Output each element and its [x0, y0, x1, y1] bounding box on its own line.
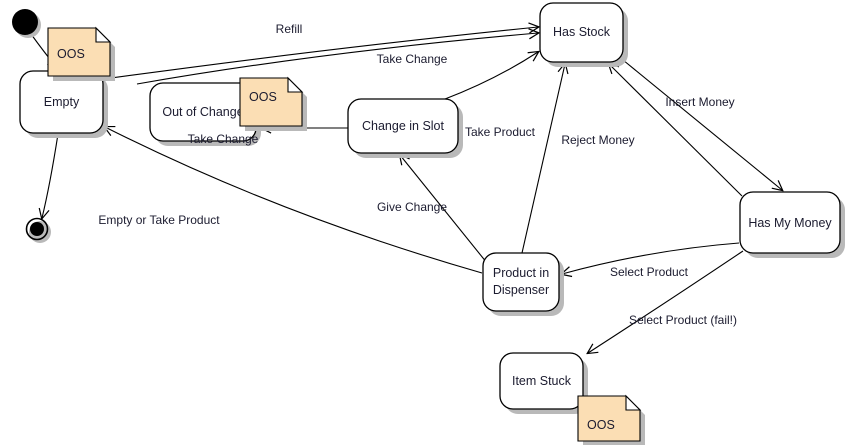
transition-empty-to-has-stock[interactable] [103, 27, 538, 80]
state-has-my-money[interactable]: Has My Money [739, 191, 845, 258]
transition-label-select-product: Select Product [610, 265, 689, 279]
note-oos-item-stuck-body[interactable] [577, 395, 641, 442]
state-item-stuck[interactable]: Item Stuck [499, 352, 588, 414]
state-product-in-dispenser-box[interactable] [482, 252, 560, 312]
transition-label-give-change: Give Change [377, 200, 447, 214]
transition-labels-layer: Refill Take Change Take Change Empty or … [98, 22, 737, 327]
note-oos-out-of-change[interactable]: OOS [239, 76, 307, 131]
state-out-of-change[interactable]: Out of Change [149, 82, 261, 146]
state-item-stuck-label: Item Stuck [512, 374, 572, 388]
transition-out-of-change-to-has-stock[interactable] [136, 33, 538, 85]
state-change-in-slot-label: Change in Slot [362, 119, 445, 133]
note-oos-empty-fold-icon [95, 26, 112, 43]
transition-has-my-money-to-has-stock[interactable] [609, 64, 743, 197]
note-oos-item-stuck[interactable]: OOS [577, 394, 645, 445]
final-state-ring-icon [25, 217, 49, 241]
note-oos-item-stuck-fold-icon [625, 394, 642, 411]
state-has-my-money-label: Has My Money [748, 216, 832, 230]
transition-label-refill: Refill [276, 22, 303, 36]
transition-has-my-money-to-item-stuck[interactable] [588, 250, 744, 353]
transition-label-select-product-fail: Select Product (fail!) [629, 313, 737, 327]
note-oos-empty-label: OOS [57, 47, 85, 61]
transition-label-empty-or-take-product: Empty or Take Product [98, 213, 220, 227]
note-oos-item-stuck-label: OOS [587, 418, 615, 432]
initial-state-dot-icon[interactable] [12, 9, 38, 35]
state-has-my-money-box[interactable] [739, 191, 841, 254]
final-state-dot-icon[interactable] [30, 222, 44, 236]
transition-dispenser-to-has-stock[interactable] [521, 64, 565, 254]
final-state-node[interactable] [25, 217, 52, 244]
state-item-stuck-box[interactable] [499, 352, 584, 410]
state-out-of-change-label: Out of Change [162, 105, 243, 119]
state-product-in-dispenser-label-line1: Product in [493, 266, 549, 280]
transition-label-take-change-to-out-of-change: Take Change [188, 132, 259, 146]
note-oos-out-of-change-fold-icon [287, 76, 304, 93]
state-has-stock-box[interactable] [539, 2, 624, 63]
note-oos-out-of-change-label: OOS [249, 90, 277, 104]
transition-has-stock-to-has-my-money[interactable] [622, 59, 782, 190]
transition-has-my-money-to-dispenser[interactable] [562, 242, 740, 274]
transition-dispenser-to-change-in-slot[interactable] [400, 155, 488, 264]
initial-state-node[interactable] [12, 9, 41, 38]
transitions-layer [30, 27, 782, 353]
transition-label-insert-money: Insert Money [665, 95, 734, 109]
state-product-in-dispenser[interactable]: Product in Dispenser [482, 252, 564, 316]
note-oos-out-of-change-body[interactable] [239, 77, 303, 127]
state-empty[interactable]: Empty [19, 70, 108, 138]
note-oos-empty-body[interactable] [47, 27, 111, 77]
state-change-in-slot[interactable]: Change in Slot [347, 98, 463, 158]
state-has-stock-label: Has Stock [553, 25, 611, 39]
transition-empty-to-final[interactable] [42, 133, 59, 218]
note-oos-empty[interactable]: OOS [47, 26, 115, 81]
transition-change-in-slot-to-has-stock[interactable] [444, 52, 538, 100]
transition-label-take-change-to-has-stock: Take Change [377, 52, 448, 66]
transition-label-reject-money: Reject Money [561, 133, 634, 147]
state-product-in-dispenser-label-line2: Dispenser [493, 283, 549, 297]
transition-label-take-product: Take Product [465, 125, 536, 139]
transition-dispenser-to-empty[interactable] [105, 127, 483, 274]
state-empty-label: Empty [44, 95, 80, 109]
state-change-in-slot-box[interactable] [347, 98, 459, 154]
state-has-stock[interactable]: Has Stock [539, 2, 628, 67]
